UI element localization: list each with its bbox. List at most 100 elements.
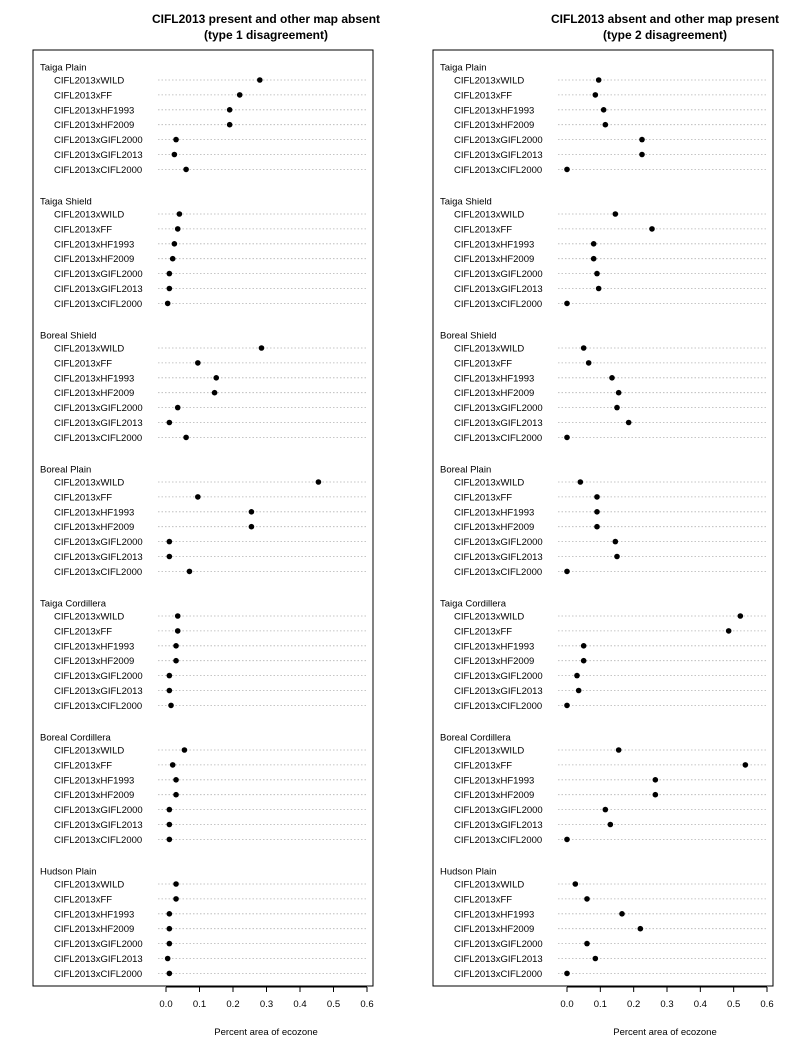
row-label: CIFL2013xGIFL2000 bbox=[454, 269, 543, 280]
data-point bbox=[173, 136, 179, 143]
data-point bbox=[248, 523, 255, 530]
data-point bbox=[652, 791, 659, 798]
x-tick-label: 0.4 bbox=[293, 999, 306, 1010]
row-label: CIFL2013xCIFL2000 bbox=[454, 835, 542, 846]
row-label: CIFL2013xGIFL2013 bbox=[454, 284, 543, 295]
row-label: CIFL2013xFF bbox=[54, 626, 112, 637]
data-point bbox=[166, 687, 173, 694]
row-label: CIFL2013xGIFL2000 bbox=[54, 805, 143, 816]
data-point bbox=[600, 107, 607, 113]
row-label: CIFL2013xCIFL2000 bbox=[454, 299, 542, 310]
data-point bbox=[226, 107, 233, 113]
x-tick-label: 0.1 bbox=[594, 999, 607, 1010]
data-point bbox=[258, 345, 265, 351]
row-label: CIFL2013xGIFL2013 bbox=[54, 820, 143, 831]
data-point bbox=[166, 821, 173, 828]
row-label: CIFL2013xWILD bbox=[54, 880, 124, 891]
row-label: CIFL2013xHF2009 bbox=[54, 120, 134, 131]
row-label: CIFL2013xHF2009 bbox=[454, 388, 534, 399]
row-label: CIFL2013xHF1993 bbox=[454, 909, 534, 920]
row-label: CIFL2013xHF1993 bbox=[454, 239, 534, 250]
row-label: CIFL2013xCIFL2000 bbox=[454, 433, 542, 444]
ecozone-group-label: Taiga Cordillera bbox=[40, 599, 107, 610]
ecozone-group-label: Taiga Shield bbox=[40, 197, 92, 208]
row-label: CIFL2013xFF bbox=[54, 492, 112, 503]
plot-frame bbox=[432, 49, 774, 987]
row-label: CIFL2013xHF2009 bbox=[454, 254, 534, 265]
row-label: CIFL2013xHF2009 bbox=[454, 924, 534, 935]
ecozone-group-label: Boreal Cordillera bbox=[440, 733, 511, 744]
row-label: CIFL2013xWILD bbox=[454, 76, 524, 87]
row-label: CIFL2013xHF2009 bbox=[454, 790, 534, 801]
plot-frame bbox=[32, 49, 374, 987]
x-tick-label: 0.2 bbox=[226, 999, 239, 1010]
data-point bbox=[564, 166, 570, 173]
row-label: CIFL2013xGIFL2013 bbox=[454, 954, 543, 965]
data-point bbox=[226, 121, 233, 128]
row-label: CIFL2013xCIFL2000 bbox=[54, 165, 142, 176]
row-label: CIFL2013xHF1993 bbox=[54, 373, 134, 384]
row-label: CIFL2013xWILD bbox=[54, 76, 124, 87]
row-label: CIFL2013xFF bbox=[454, 492, 512, 503]
data-point bbox=[737, 613, 744, 619]
x-tick-label: 0.5 bbox=[727, 999, 740, 1010]
row-label: CIFL2013xFF bbox=[454, 90, 512, 101]
data-point bbox=[595, 77, 602, 83]
data-point bbox=[176, 211, 183, 217]
row-label: CIFL2013xWILD bbox=[454, 880, 524, 891]
row-label: CIFL2013xHF1993 bbox=[454, 641, 534, 652]
data-point bbox=[725, 628, 732, 634]
data-point bbox=[584, 896, 590, 902]
x-tick-label: 0.3 bbox=[260, 999, 273, 1010]
ecozone-group-label: Boreal Plain bbox=[440, 465, 491, 476]
data-point bbox=[564, 434, 570, 441]
data-point bbox=[164, 300, 171, 307]
data-point bbox=[594, 509, 600, 515]
data-point bbox=[585, 360, 592, 366]
row-label: CIFL2013xGIFL2000 bbox=[454, 537, 543, 548]
row-label: CIFL2013xCIFL2000 bbox=[54, 835, 142, 846]
row-label: CIFL2013xHF2009 bbox=[54, 790, 134, 801]
x-tick-label: 0.1 bbox=[193, 999, 206, 1010]
data-point bbox=[211, 389, 218, 396]
data-point bbox=[625, 419, 632, 426]
row-label: CIFL2013xHF1993 bbox=[54, 909, 134, 920]
x-tick-label: 0.2 bbox=[627, 999, 640, 1010]
data-point bbox=[166, 836, 173, 843]
panel-left: CIFL2013 present and other map absent (t… bbox=[32, 12, 380, 1038]
panel-right-x-axis-label: Percent area of ecozone bbox=[613, 1027, 717, 1038]
data-point bbox=[649, 226, 655, 232]
row-label: CIFL2013xHF1993 bbox=[54, 507, 134, 518]
row-label: CIFL2013xGIFL2000 bbox=[54, 403, 143, 414]
data-point bbox=[173, 657, 179, 664]
data-point bbox=[174, 226, 181, 232]
data-point bbox=[171, 151, 178, 158]
row-label: CIFL2013xCIFL2000 bbox=[454, 567, 542, 578]
ecozone-group-label: Taiga Shield bbox=[440, 197, 492, 208]
data-point bbox=[174, 404, 181, 411]
data-point bbox=[639, 136, 645, 143]
row-label: CIFL2013xWILD bbox=[54, 478, 124, 489]
data-point bbox=[213, 375, 220, 381]
data-point bbox=[166, 806, 173, 813]
row-label: CIFL2013xGIFL2013 bbox=[54, 552, 143, 563]
data-point bbox=[166, 940, 173, 947]
data-point bbox=[173, 896, 179, 902]
row-label: CIFL2013xGIFL2000 bbox=[54, 135, 143, 146]
row-label: CIFL2013xGIFL2013 bbox=[454, 686, 543, 697]
x-tick-label: 0.0 bbox=[159, 999, 172, 1010]
data-point bbox=[580, 643, 587, 649]
row-label: CIFL2013xCIFL2000 bbox=[454, 701, 542, 712]
data-point bbox=[594, 523, 600, 530]
data-point bbox=[614, 404, 620, 411]
data-point bbox=[595, 285, 602, 292]
row-label: CIFL2013xGIFL2000 bbox=[454, 403, 543, 414]
panel-left-x-axis-label: Percent area of ecozone bbox=[214, 1027, 318, 1038]
data-point bbox=[564, 836, 570, 843]
data-point bbox=[572, 881, 579, 887]
row-label: CIFL2013xWILD bbox=[54, 746, 124, 757]
row-label: CIFL2013xHF2009 bbox=[454, 656, 534, 667]
row-label: CIFL2013xHF2009 bbox=[454, 120, 534, 131]
data-point bbox=[248, 509, 255, 515]
